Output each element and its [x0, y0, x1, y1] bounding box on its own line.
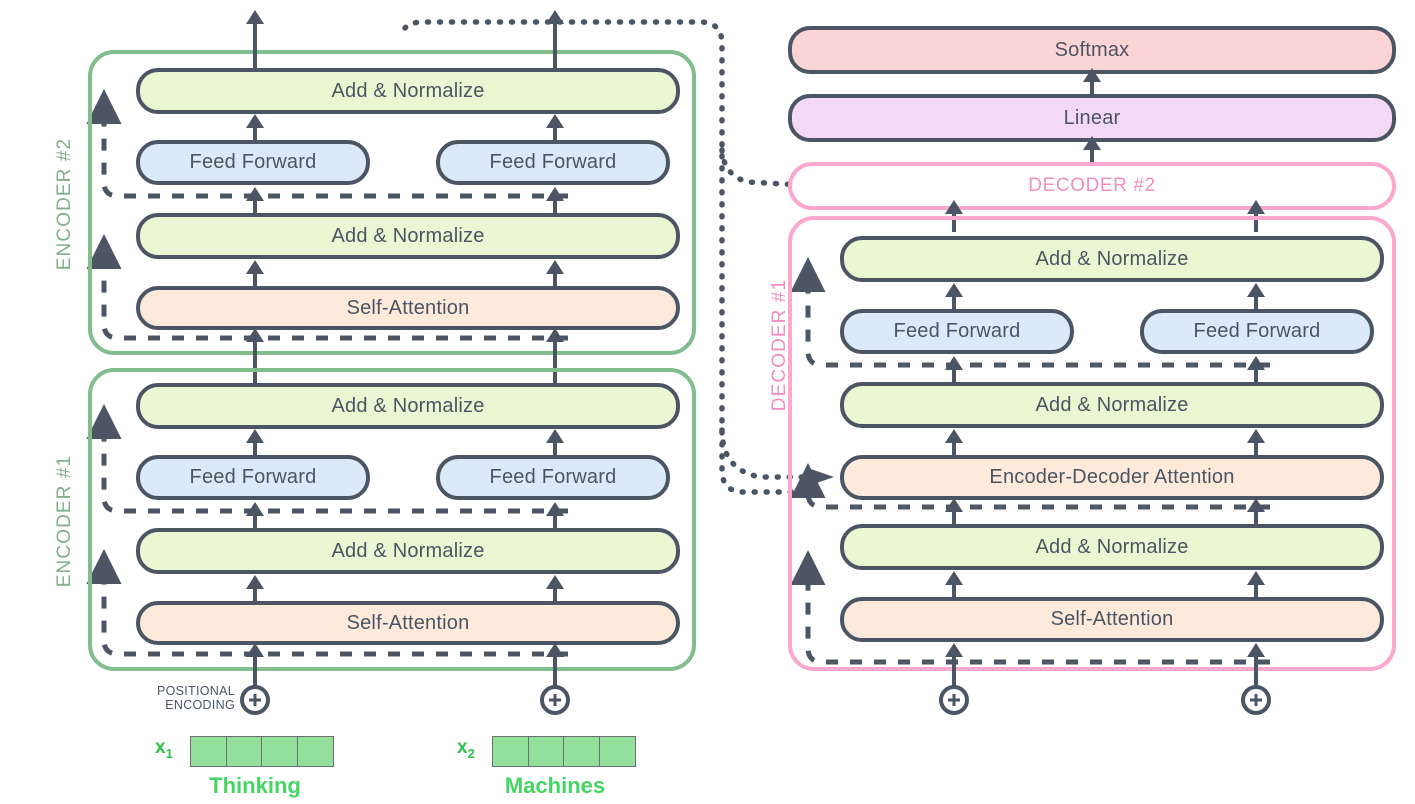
- arrow-enc1-addnorm-to-ffright: [553, 514, 557, 528]
- encoder1-feed-forward-right[interactable]: Feed Forward: [436, 455, 670, 500]
- arrow-enc1-ffright-to-addnorm: [553, 441, 557, 455]
- positional-encoding-plus-1: [240, 685, 270, 715]
- embedding-cell: [598, 736, 636, 767]
- embedding-label-x2-base: x: [457, 737, 468, 758]
- arrow-decoder-input-right: [1254, 655, 1258, 692]
- encoder2-self-attention[interactable]: Self-Attention: [136, 286, 680, 330]
- embedding-vector-2: [492, 736, 636, 767]
- decoder-block-1: [788, 216, 1396, 671]
- decoder-block-1-label: DECODER #1: [769, 278, 790, 412]
- decoder1-self-attention[interactable]: Self-Attention: [840, 597, 1384, 642]
- arrow-enc2-ffright-to-addnorm: [553, 126, 557, 140]
- arrow-enc2-ffleft-to-addnorm: [253, 126, 257, 140]
- embedding-vector-1: [190, 736, 334, 767]
- embedding-label-x1-base: x: [155, 737, 166, 758]
- arrow-enc2-output-left: [253, 22, 257, 68]
- embedding-label-x1: x1: [155, 737, 173, 761]
- arrow-decoder-input-left: [952, 655, 956, 692]
- arrow-dec1-selfattn-to-addnorm-right: [1254, 583, 1258, 597]
- arrow-enc2-addnorm-to-ffright: [553, 199, 557, 213]
- encoder1-add-normalize-bottom[interactable]: Add & Normalize: [136, 528, 680, 574]
- decoder1-add-normalize-mid[interactable]: Add & Normalize: [840, 382, 1384, 428]
- arrow-enc1-to-enc2-right: [553, 340, 557, 388]
- arrow-dec1-crossattn-to-addnorm-left: [952, 441, 956, 455]
- arrow-dec1-crossattn-to-addnorm-right: [1254, 441, 1258, 455]
- decoder-positional-encoding-plus-1: [939, 685, 969, 715]
- arrow-decoder1-to-decoder2-left: [952, 212, 956, 232]
- decoder1-add-normalize-bottom[interactable]: Add & Normalize: [840, 524, 1384, 570]
- arrow-linear-to-softmax: [1090, 80, 1094, 94]
- decoder-block-2[interactable]: DECODER #2: [788, 162, 1396, 210]
- arrow-dec1-ffright-to-addnorm: [1254, 295, 1258, 309]
- arrow-input-left-to-enc1: [253, 655, 257, 692]
- encoder1-feed-forward-left[interactable]: Feed Forward: [136, 455, 370, 500]
- encoder-block-1: [88, 368, 696, 671]
- decoder-positional-encoding-plus-2: [1241, 685, 1271, 715]
- embedding-cell: [527, 736, 565, 767]
- arrow-enc2-addnorm-to-ffleft: [253, 199, 257, 213]
- encoder-block-1-label: ENCODER #1: [54, 454, 75, 588]
- embedding-cell: [296, 736, 334, 767]
- encoder1-self-attention[interactable]: Self-Attention: [136, 601, 680, 645]
- embedding-cell: [190, 736, 227, 767]
- embedding-cell: [225, 736, 263, 767]
- input-word-2: Machines: [504, 773, 606, 798]
- input-word-1: Thinking: [209, 773, 301, 798]
- arrow-dec1-ffleft-to-addnorm: [952, 295, 956, 309]
- arrow-input-right-to-enc1: [553, 655, 557, 692]
- decoder1-feed-forward-left[interactable]: Feed Forward: [840, 309, 1074, 354]
- positional-encoding-plus-2: [540, 685, 570, 715]
- arrow-enc2-output-right: [553, 22, 557, 68]
- arrow-enc1-to-enc2-left: [253, 340, 257, 388]
- positional-encoding-caption: POSITIONAL ENCODING: [135, 684, 235, 712]
- arrow-enc1-ffleft-to-addnorm: [253, 441, 257, 455]
- embedding-label-x2: x2: [457, 737, 475, 761]
- embedding-label-x1-index: 1: [165, 745, 173, 761]
- encoder2-add-normalize-top[interactable]: Add & Normalize: [136, 68, 680, 114]
- encoder2-feed-forward-right[interactable]: Feed Forward: [436, 140, 670, 185]
- arrow-dec1-addnorm-to-crossattn-right: [1254, 510, 1258, 524]
- encoder-block-2: [88, 50, 696, 355]
- encoder-block-2-label: ENCODER #2: [54, 137, 75, 271]
- embedding-cell: [261, 736, 298, 767]
- arrow-enc2-attn-to-addnorm-right: [553, 272, 557, 286]
- decoder1-encoder-decoder-attention[interactable]: Encoder-Decoder Attention: [840, 455, 1384, 500]
- softmax-layer[interactable]: Softmax: [788, 26, 1396, 74]
- arrow-dec1-addnorm-to-crossattn-left: [952, 510, 956, 524]
- arrow-enc1-attn-to-addnorm-right: [553, 587, 557, 601]
- decoder1-feed-forward-right[interactable]: Feed Forward: [1140, 309, 1374, 354]
- arrow-enc1-attn-to-addnorm-left: [253, 587, 257, 601]
- decoder1-add-normalize-top[interactable]: Add & Normalize: [840, 236, 1384, 282]
- arrow-dec1-addnorm-to-ffright: [1254, 368, 1258, 382]
- linear-layer[interactable]: Linear: [788, 94, 1396, 142]
- embedding-cell: [563, 736, 600, 767]
- arrow-dec1-selfattn-to-addnorm-left: [952, 583, 956, 597]
- arrow-dec1-addnorm-to-ffleft: [952, 368, 956, 382]
- encoder2-add-normalize-bottom[interactable]: Add & Normalize: [136, 213, 680, 259]
- embedding-label-x2-index: 2: [467, 745, 475, 761]
- positional-encoding-line1: POSITIONAL: [156, 684, 235, 698]
- embedding-cell: [492, 736, 529, 767]
- arrow-enc1-addnorm-to-ffleft: [253, 514, 257, 528]
- arrow-decoder2-to-linear: [1090, 148, 1094, 162]
- encoder1-add-normalize-top[interactable]: Add & Normalize: [136, 383, 680, 429]
- positional-encoding-line2: ENCODING: [165, 698, 235, 712]
- encoder2-feed-forward-left[interactable]: Feed Forward: [136, 140, 370, 185]
- arrow-enc2-attn-to-addnorm-left: [253, 272, 257, 286]
- arrow-decoder1-to-decoder2-right: [1254, 212, 1258, 232]
